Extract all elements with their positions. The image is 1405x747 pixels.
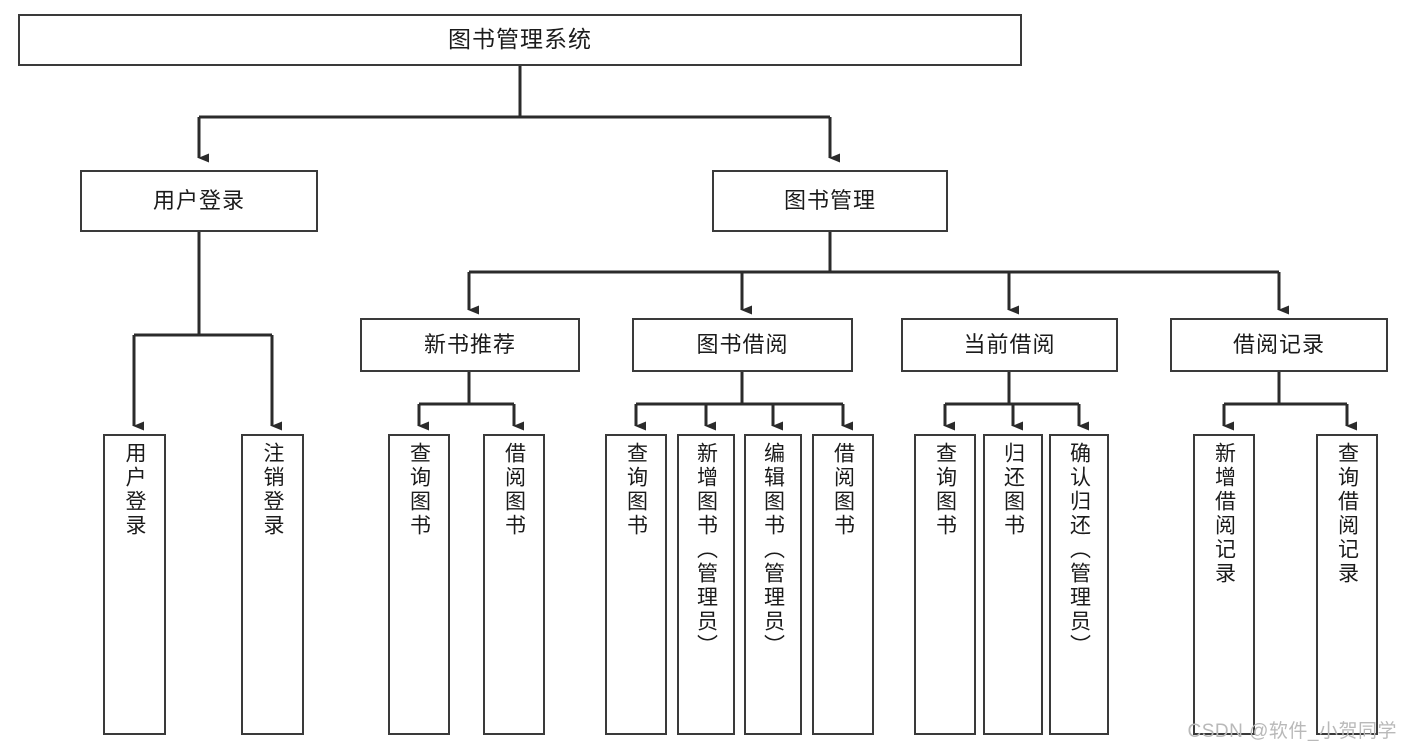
node-current-borrow[interactable]: 当前借阅 — [901, 318, 1118, 372]
node-leaf-edit-book[interactable]: 编辑图书（管理员） — [744, 434, 802, 735]
node-label: 查询图书 — [407, 442, 431, 538]
node-leaf-query-record[interactable]: 查询借阅记录 — [1316, 434, 1378, 735]
node-new-book-recommend[interactable]: 新书推荐 — [360, 318, 580, 372]
node-leaf-logout-login[interactable]: 注销登录 — [241, 434, 304, 735]
node-label: 确认归还（管理员） — [1067, 442, 1091, 658]
node-label: 注销登录 — [261, 442, 284, 538]
node-leaf-query-book-3[interactable]: 查询图书 — [914, 434, 976, 735]
node-leaf-confirm-return[interactable]: 确认归还（管理员） — [1049, 434, 1109, 735]
node-label: 借阅记录 — [1232, 332, 1325, 358]
node-leaf-user-login[interactable]: 用户登录 — [103, 434, 166, 735]
csdn-watermark: CSDN @软件_小贺同学 — [1187, 721, 1397, 742]
node-label: 编辑图书（管理员） — [761, 442, 785, 658]
node-leaf-add-book[interactable]: 新增图书（管理员） — [677, 434, 735, 735]
node-leaf-query-book-2[interactable]: 查询图书 — [605, 434, 667, 735]
node-leaf-return-book[interactable]: 归还图书 — [983, 434, 1043, 735]
node-borrow-record[interactable]: 借阅记录 — [1170, 318, 1388, 372]
node-label: 借阅图书 — [502, 442, 526, 538]
node-label: 用户登录 — [152, 188, 245, 214]
node-leaf-borrow-book-1[interactable]: 借阅图书 — [483, 434, 545, 735]
node-book-borrow[interactable]: 图书借阅 — [632, 318, 853, 372]
node-label: 归还图书 — [1001, 442, 1025, 538]
node-label: 查询图书 — [624, 442, 648, 538]
node-label: 新增借阅记录 — [1212, 442, 1236, 586]
node-leaf-query-book-1[interactable]: 查询图书 — [388, 434, 450, 735]
node-label: 新书推荐 — [423, 332, 516, 358]
node-label: 查询借阅记录 — [1335, 442, 1359, 586]
node-root-book-management-system[interactable]: 图书管理系统 — [18, 14, 1022, 66]
node-label: 图书借阅 — [696, 332, 789, 358]
node-leaf-add-record[interactable]: 新增借阅记录 — [1193, 434, 1255, 735]
node-user-login[interactable]: 用户登录 — [80, 170, 318, 232]
node-book-management[interactable]: 图书管理 — [712, 170, 948, 232]
node-label: 图书管理 — [783, 188, 876, 214]
node-label: 借阅图书 — [831, 442, 855, 538]
node-label: 查询图书 — [933, 442, 957, 538]
node-label: 图书管理系统 — [448, 26, 592, 53]
node-label: 当前借阅 — [963, 332, 1056, 358]
node-label: 新增图书（管理员） — [694, 442, 718, 658]
node-leaf-borrow-book-2[interactable]: 借阅图书 — [812, 434, 874, 735]
node-label: 用户登录 — [123, 442, 146, 538]
